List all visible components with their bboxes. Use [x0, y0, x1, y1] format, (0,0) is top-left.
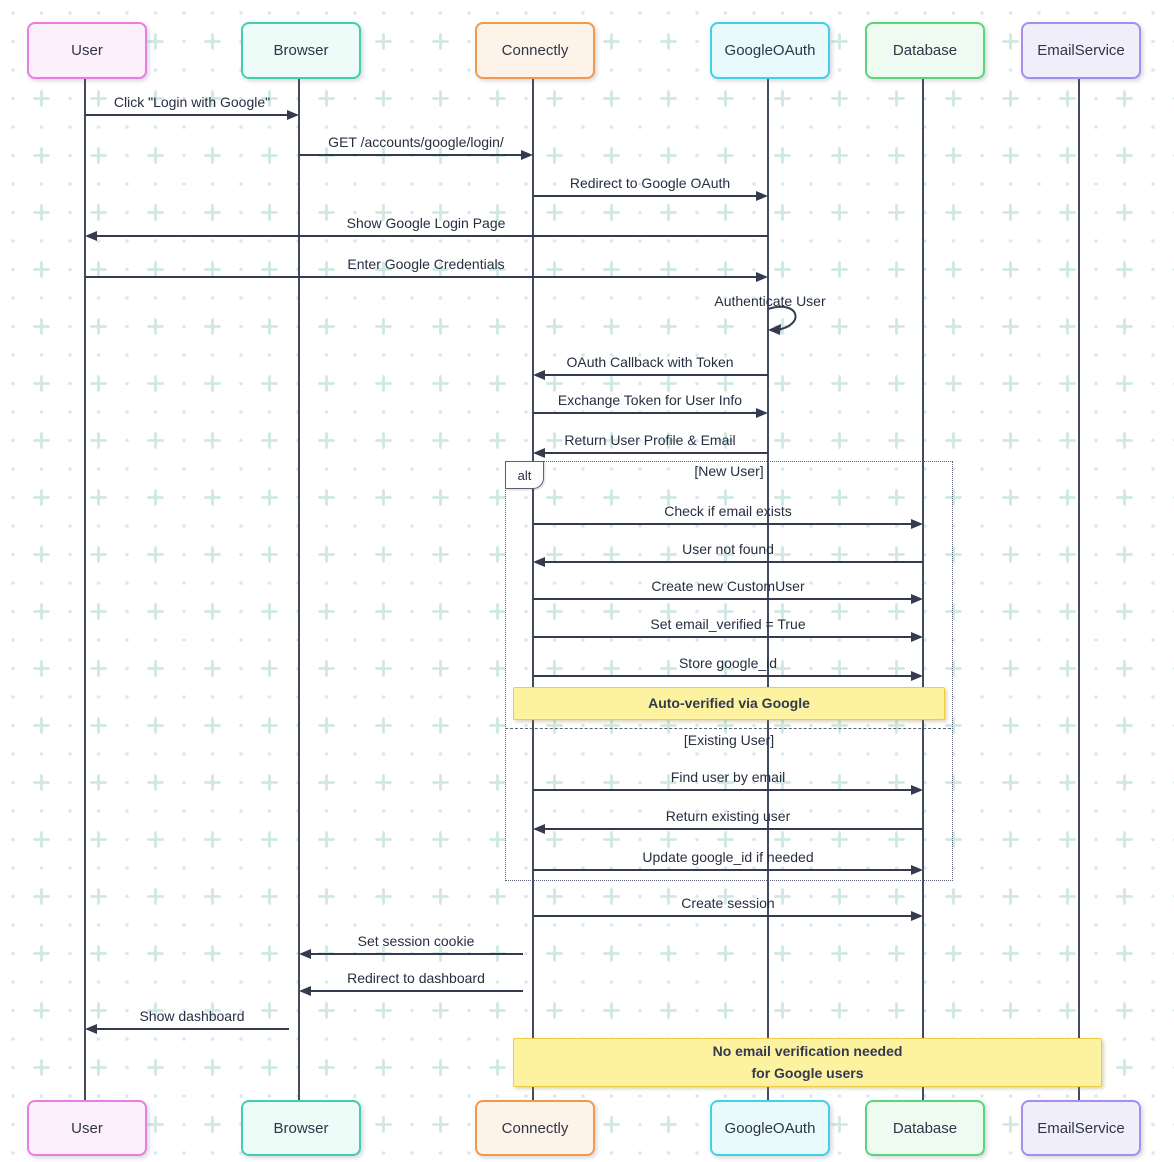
participant-database-bottom: Database — [865, 1100, 985, 1156]
message-line — [85, 114, 289, 116]
note-line-2: for Google users — [751, 1064, 864, 1081]
note-no-email-verification: No email verification needed for Google … — [513, 1038, 1102, 1087]
participant-emailservice-bottom: EmailService — [1021, 1100, 1141, 1156]
message-line — [309, 953, 523, 955]
message-line — [543, 561, 923, 563]
message-line — [95, 1028, 289, 1030]
arrowhead-icon — [299, 986, 311, 996]
arrowhead-icon — [85, 1024, 97, 1034]
message-line — [543, 828, 923, 830]
alt-section-label-new-user: [New User] — [694, 463, 764, 479]
message-label: Create session — [681, 895, 775, 911]
message-label: Show Google Login Page — [346, 215, 506, 231]
participant-user-top: User — [27, 22, 147, 79]
arrowhead-icon — [756, 191, 768, 201]
message-line — [543, 452, 768, 454]
message-label: Return User Profile & Email — [564, 432, 736, 448]
message-line — [543, 374, 768, 376]
participant-user-bottom: User — [27, 1100, 147, 1156]
participant-browser-top: Browser — [241, 22, 361, 79]
participant-connectly-bottom: Connectly — [475, 1100, 595, 1156]
participant-googleoauth-top: GoogleOAuth — [710, 22, 830, 79]
arrowhead-icon — [299, 949, 311, 959]
message-label: Enter Google Credentials — [347, 256, 505, 272]
arrowhead-icon — [911, 519, 923, 529]
message-label: OAuth Callback with Token — [566, 354, 734, 370]
lifeline-user — [84, 75, 86, 1100]
message-line — [533, 789, 913, 791]
lifeline-database — [922, 75, 924, 1100]
participant-database-top: Database — [865, 22, 985, 79]
message-label: Find user by email — [670, 769, 786, 785]
lifeline-browser — [298, 75, 300, 1100]
arrowhead-icon — [911, 865, 923, 875]
message-label: Check if email exists — [664, 503, 792, 519]
message-line — [299, 154, 523, 156]
note-line-1: No email verification needed — [712, 1042, 903, 1059]
message-label: Set email_verified = True — [650, 616, 806, 632]
lifeline-connectly — [532, 75, 534, 1100]
message-line — [95, 235, 768, 237]
arrowhead-icon — [521, 150, 533, 160]
participant-browser-bottom: Browser — [241, 1100, 361, 1156]
arrowhead-icon — [533, 370, 545, 380]
message-label: Create new CustomUser — [651, 578, 805, 594]
arrowhead-icon — [911, 671, 923, 681]
message-line — [533, 523, 913, 525]
message-label: Exchange Token for User Info — [557, 392, 743, 408]
message-line — [533, 195, 758, 197]
message-label: User not found — [682, 541, 774, 557]
message-label: Show dashboard — [139, 1008, 245, 1024]
self-loop-arrow — [767, 305, 797, 335]
alt-section-label-existing-user: [Existing User] — [683, 732, 775, 748]
message-line — [85, 276, 758, 278]
message-line — [533, 675, 913, 677]
message-label: Return existing user — [665, 808, 791, 824]
note-auto-verified: Auto-verified via Google — [513, 687, 945, 720]
message-line — [309, 990, 523, 992]
arrowhead-icon — [533, 557, 545, 567]
alt-section-divider — [505, 728, 951, 729]
lifeline-emailservice — [1078, 75, 1080, 1100]
message-label: Redirect to dashboard — [347, 970, 485, 986]
arrowhead-icon — [756, 272, 768, 282]
participant-connectly-top: Connectly — [475, 22, 595, 79]
lifeline-googleoauth — [767, 75, 769, 1100]
arrowhead-icon — [533, 824, 545, 834]
participant-emailservice-top: EmailService — [1021, 22, 1141, 79]
arrowhead-icon — [911, 632, 923, 642]
message-line — [533, 412, 758, 414]
message-label: GET /accounts/google/login/ — [328, 134, 504, 150]
alt-frame — [505, 461, 953, 881]
arrowhead-icon — [287, 110, 299, 120]
message-label: Update google_id if needed — [642, 849, 814, 865]
message-line — [533, 598, 913, 600]
message-line — [533, 636, 913, 638]
arrowhead-icon — [85, 231, 97, 241]
arrowhead-icon — [911, 785, 923, 795]
participant-googleoauth-bottom: GoogleOAuth — [710, 1100, 830, 1156]
message-label: Authenticate User — [714, 293, 826, 309]
arrowhead-icon — [911, 911, 923, 921]
message-label: Redirect to Google OAuth — [569, 175, 731, 191]
message-label: Click "Login with Google" — [113, 94, 271, 110]
message-label: Store google_id — [678, 655, 778, 671]
alt-frame-tab: alt — [505, 461, 544, 489]
message-label: Set session cookie — [357, 933, 475, 949]
arrowhead-icon — [911, 594, 923, 604]
message-line — [533, 869, 913, 871]
message-line — [533, 915, 913, 917]
arrowhead-icon — [533, 448, 545, 458]
arrowhead-icon — [756, 408, 768, 418]
